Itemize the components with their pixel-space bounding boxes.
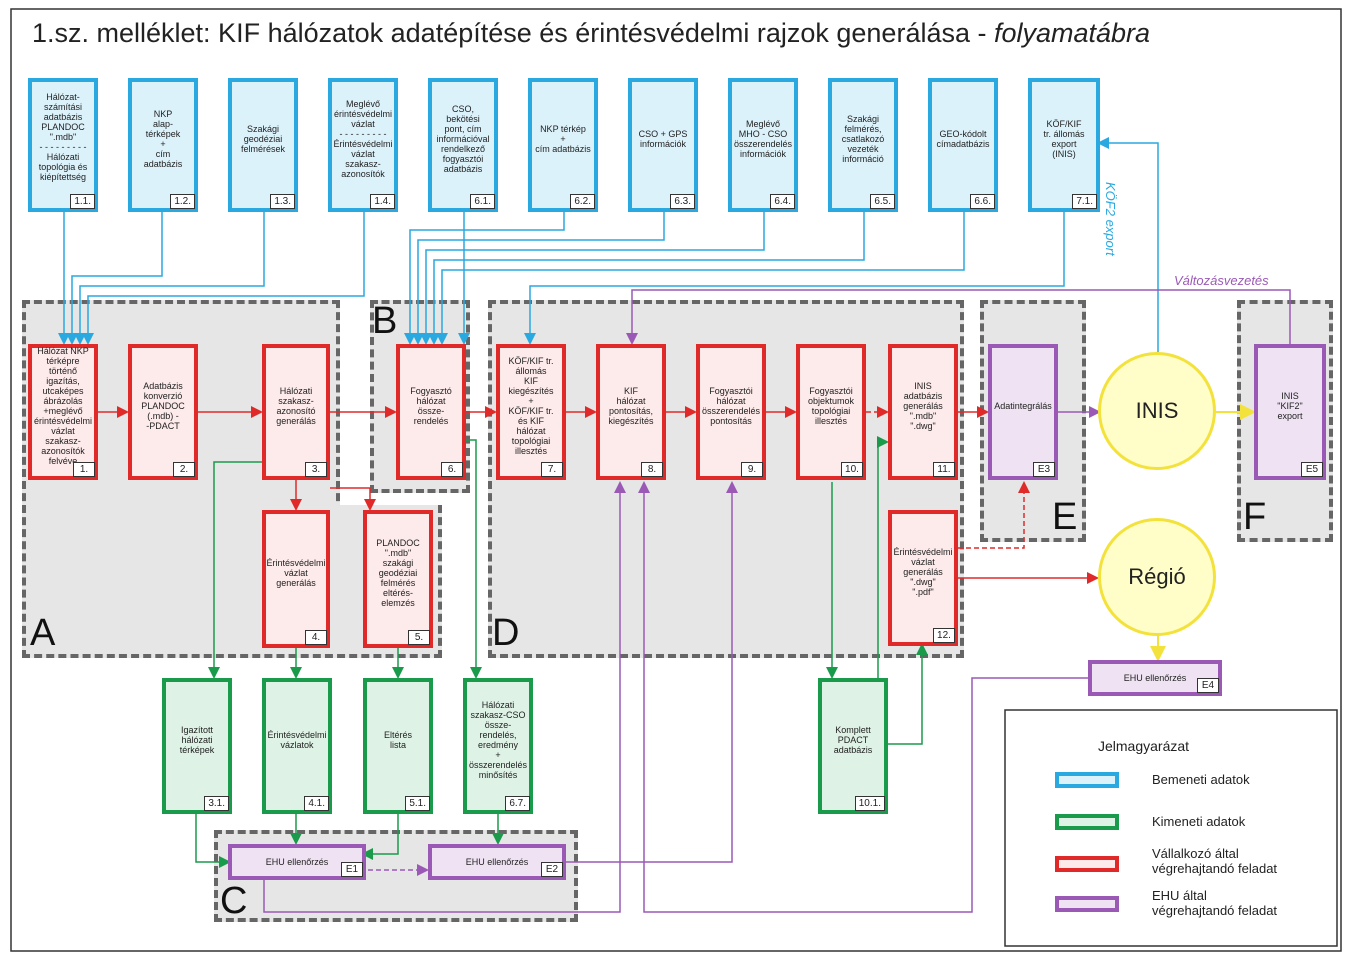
- task-box-11: INIS adatbázis generálás ".mdb" ".dwg"11…: [888, 344, 958, 480]
- zone-label-c: C: [220, 880, 248, 922]
- task-box-5: PLANDOC ".mdb" szakági geodéziai felméré…: [363, 510, 433, 648]
- task-box-10: Fogyasztói objektumok topológiai illeszt…: [796, 344, 866, 480]
- task-box-7: KÖF/KIF tr. állomás KIF kiegészítés + KÖ…: [496, 344, 566, 480]
- legend-label-output: Kimeneti adatok: [1152, 814, 1246, 829]
- zone-label-e: E: [1052, 496, 1078, 538]
- valtozasvezetes-label: Változásvezetés: [1174, 273, 1269, 288]
- legend-swatch-input: [1055, 772, 1119, 788]
- regio-circle: Régió: [1098, 518, 1216, 636]
- input-box-7-1: KÖF/KIF tr. állomás export (INIS)7.1.: [1028, 78, 1100, 212]
- zone-label-f: F: [1243, 496, 1267, 538]
- zone-label-d: D: [492, 612, 520, 654]
- legend-swatch-output: [1055, 814, 1119, 830]
- zone-label-a: A: [30, 612, 56, 654]
- task-box-2: Adatbázis konverzió PLANDOC (.mdb) - -PD…: [128, 344, 198, 480]
- input-box-1-4: Meglévő érintésvédelmi vázlat - - - - - …: [328, 78, 398, 212]
- input-box-6-5: Szakági felmérés, csatlakozó vezeték inf…: [828, 78, 898, 212]
- legend-swatch-ehu: [1055, 896, 1119, 912]
- page-title: 1.sz. melléklet: KIF hálózatok adatépíté…: [32, 18, 1151, 48]
- legend-title: Jelmagyarázat: [1098, 738, 1190, 754]
- input-box-6-1: CSO, bekötési pont, cím információval re…: [428, 78, 498, 212]
- legend-label-ehu: EHU által végrehajtandó feladat: [1152, 888, 1278, 918]
- input-box-1-1: Hálózat- számítási adatbázis PLANDOC ".m…: [28, 78, 98, 212]
- inis-circle: INIS: [1098, 352, 1216, 470]
- output-box-6-7: Hálózati szakasz-CSO össze- rendelés, er…: [463, 678, 533, 814]
- task-box-12: Érintésvédelmi vázlat generálás ".dwg" "…: [888, 510, 958, 646]
- task-box-9: Fogyasztói hálózat összerendelés pontosí…: [696, 344, 766, 480]
- zone-label-b: B: [372, 300, 398, 342]
- task-box-1: Hálózat NKP térképre történő igazítás, u…: [28, 344, 98, 480]
- input-box-6-4: Meglévő MHO - CSO összerendelés informác…: [728, 78, 798, 212]
- legend-swatch-task: [1055, 856, 1119, 872]
- legend-label-input: Bemeneti adatok: [1152, 772, 1250, 787]
- legend-label-task: Vállalkozó által végrehajtandó feladat: [1152, 846, 1278, 876]
